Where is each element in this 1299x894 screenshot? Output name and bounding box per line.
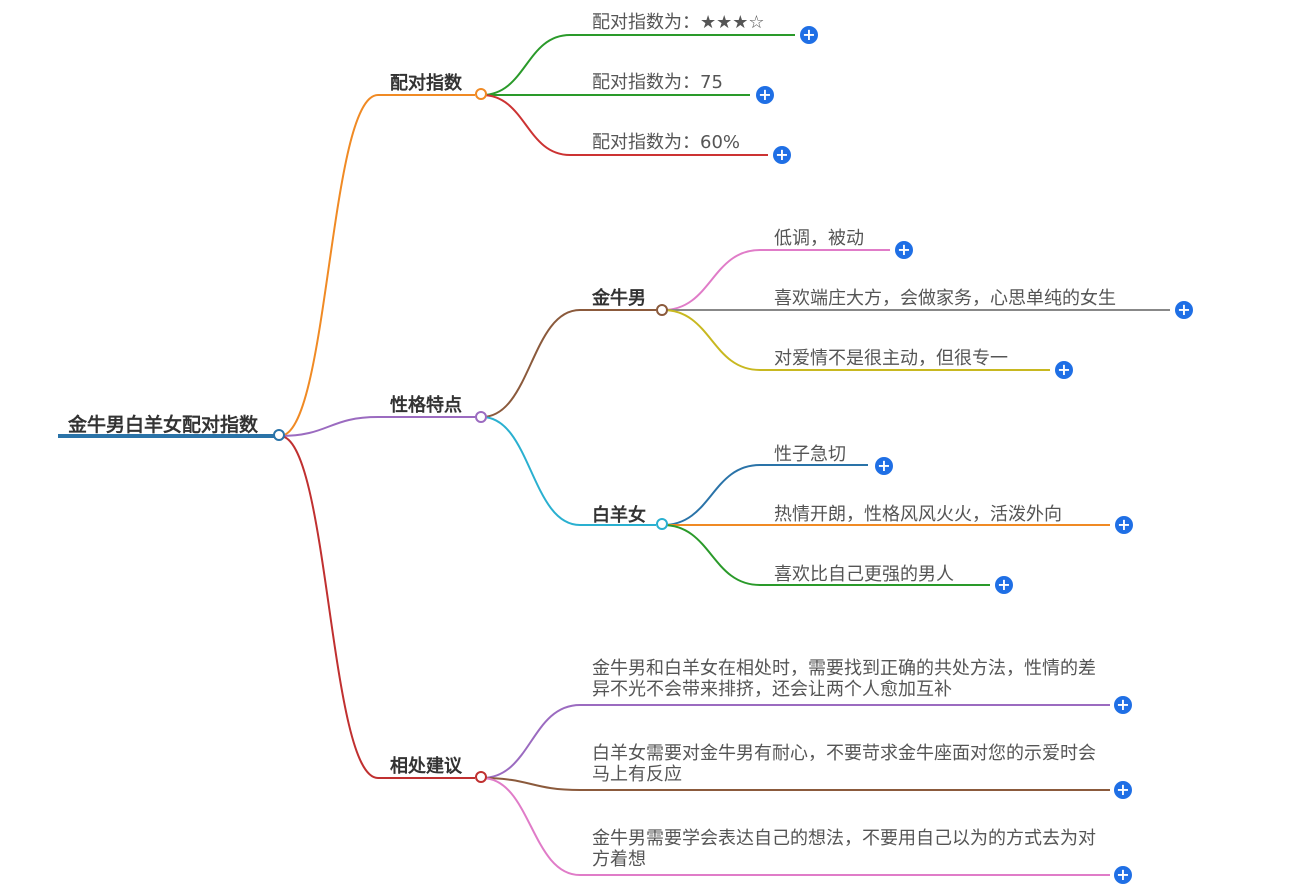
taurus-trait-3-label[interactable]: 对爱情不是很主动，但很专一 bbox=[774, 348, 1008, 369]
expand-advice-2-plus-icon[interactable]: + bbox=[1114, 781, 1132, 799]
link-traits-taurus bbox=[481, 309, 656, 418]
traits-knob[interactable] bbox=[475, 411, 487, 423]
expand-match-75-plus-icon[interactable]: + bbox=[756, 86, 774, 104]
expand-advice-3-plus-icon[interactable]: + bbox=[1114, 866, 1132, 884]
link-taurus-3 bbox=[662, 309, 1050, 371]
branch-match-label[interactable]: 配对指数 bbox=[390, 73, 462, 94]
branch-traits-label[interactable]: 性格特点 bbox=[390, 395, 462, 416]
aries-trait-3-label[interactable]: 喜欢比自己更强的男人 bbox=[774, 564, 954, 585]
root-knob[interactable] bbox=[273, 429, 285, 441]
link-aries-1 bbox=[662, 464, 868, 526]
expand-match-60-plus-icon[interactable]: + bbox=[773, 146, 791, 164]
link-advice-3 bbox=[481, 777, 1110, 876]
expand-taurus-trait-2-plus-icon[interactable]: + bbox=[1175, 301, 1193, 319]
link-advice-1 bbox=[481, 704, 1110, 779]
taurus-trait-1-label[interactable]: 低调，被动 bbox=[774, 228, 864, 249]
match-75-label[interactable]: 配对指数为：75 bbox=[592, 72, 723, 93]
advice-knob[interactable] bbox=[475, 771, 487, 783]
taurus-knob[interactable] bbox=[656, 304, 668, 316]
branch-advice-label[interactable]: 相处建议 bbox=[390, 756, 462, 777]
expand-taurus-trait-1-plus-icon[interactable]: + bbox=[895, 241, 913, 259]
expand-taurus-trait-3-plus-icon[interactable]: + bbox=[1055, 361, 1073, 379]
taurus-trait-2-label[interactable]: 喜欢端庄大方，会做家务，心思单纯的女生 bbox=[774, 288, 1116, 309]
aries-trait-2-label[interactable]: 热情开朗，性格风风火火，活泼外向 bbox=[774, 504, 1062, 525]
taurus-man-label[interactable]: 金牛男 bbox=[592, 288, 646, 309]
expand-match-star-plus-icon[interactable]: + bbox=[800, 26, 818, 44]
expand-aries-trait-2-plus-icon[interactable]: + bbox=[1115, 516, 1133, 534]
expand-advice-1-plus-icon[interactable]: + bbox=[1114, 696, 1132, 714]
link-root-match bbox=[279, 94, 475, 437]
link-match-star bbox=[481, 34, 795, 96]
match-knob[interactable] bbox=[475, 88, 487, 100]
link-root-advice bbox=[279, 435, 475, 779]
aries-trait-1-label[interactable]: 性子急切 bbox=[774, 444, 846, 465]
advice-1-label[interactable]: 金牛男和白羊女在相处时，需要找到正确的共处方法，性情的差异不光不会带来排挤，还会… bbox=[592, 658, 1096, 700]
root-label[interactable]: 金牛男白羊女配对指数 bbox=[68, 414, 259, 436]
link-match-60 bbox=[481, 94, 768, 156]
link-aries-3 bbox=[662, 524, 990, 586]
aries-knob[interactable] bbox=[656, 518, 668, 530]
link-root-traits bbox=[279, 416, 475, 437]
match-60-label[interactable]: 配对指数为：60% bbox=[592, 132, 741, 153]
expand-aries-trait-3-plus-icon[interactable]: + bbox=[995, 576, 1013, 594]
link-advice-2 bbox=[481, 777, 1110, 791]
expand-aries-trait-1-plus-icon[interactable]: + bbox=[875, 457, 893, 475]
aries-woman-label[interactable]: 白羊女 bbox=[592, 505, 646, 526]
link-traits-aries bbox=[481, 416, 656, 526]
advice-3-label[interactable]: 金牛男需要学会表达自己的想法，不要用自己以为的方式去为对方着想 bbox=[592, 828, 1096, 870]
link-taurus-1 bbox=[662, 249, 890, 311]
advice-2-label[interactable]: 白羊女需要对金牛男有耐心，不要苛求金牛座面对您的示爱时会马上有反应 bbox=[592, 743, 1096, 785]
match-star-label[interactable]: 配对指数为：★★★☆ bbox=[592, 12, 765, 33]
